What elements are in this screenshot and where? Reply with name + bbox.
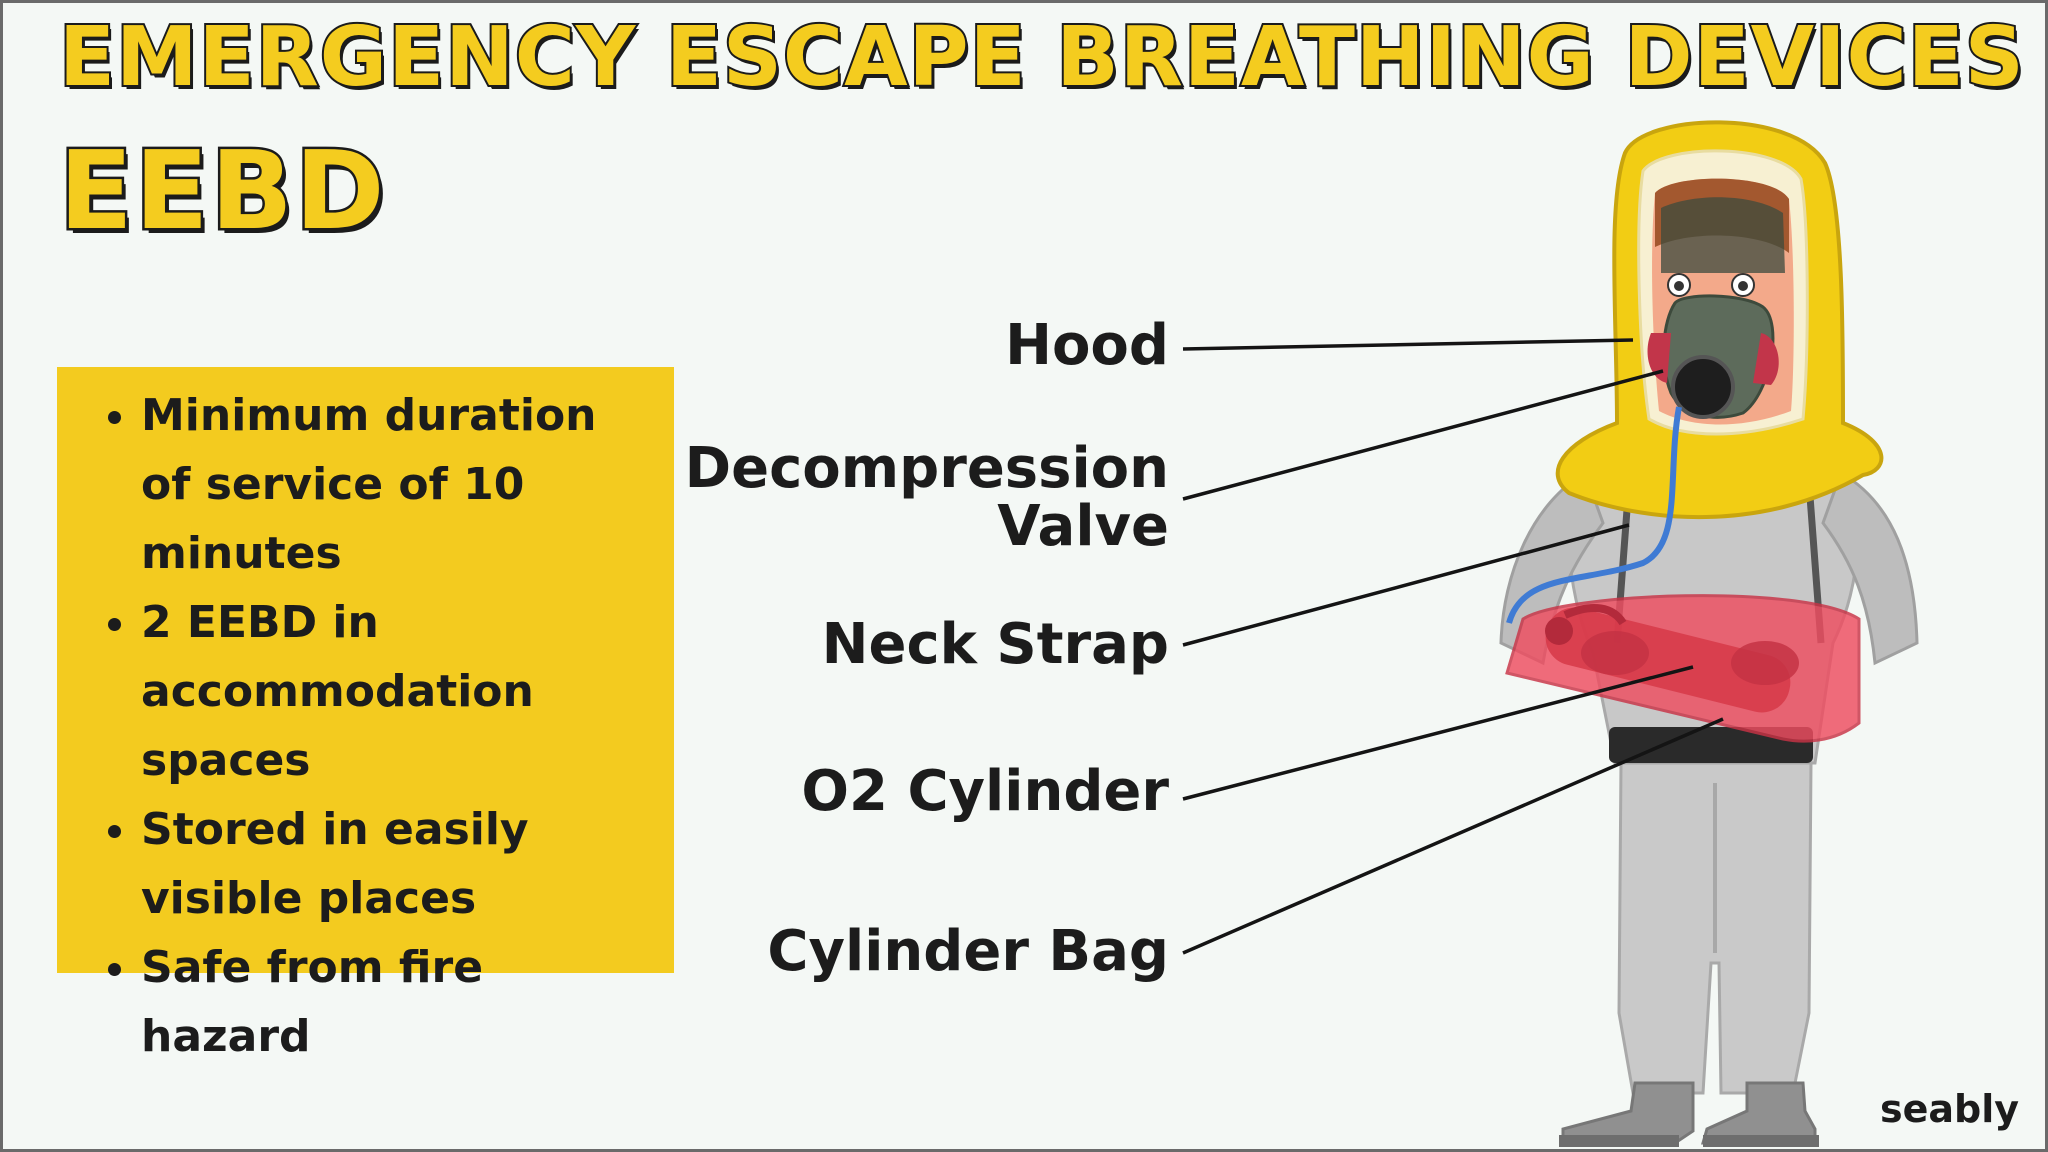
leader-hood <box>1182 338 1634 351</box>
page-subtitle: EEBD <box>57 129 388 254</box>
fact-item: Stored in easily visible places <box>141 795 654 933</box>
label-o2-cylinder: O2 Cylinder <box>801 759 1169 824</box>
left-hand <box>1581 631 1649 675</box>
facts-list: Minimum duration of service of 10 minute… <box>99 381 654 1071</box>
right-arm <box>1821 470 1919 666</box>
page-title: EMERGENCY ESCAPE BREATHING DEVICES <box>57 10 2026 105</box>
facts-box: Minimum duration of service of 10 minute… <box>57 367 674 1062</box>
label-decompression-valve: Decompression Valve <box>684 436 1169 559</box>
leader-cylinder <box>1182 665 1694 801</box>
fact-item: Safe from fire hazard <box>141 933 654 1071</box>
leader-lines <box>1182 338 1724 955</box>
left-boot <box>1561 1081 1695 1145</box>
fact-item: Minimum duration of service of 10 minute… <box>141 381 654 588</box>
suit-belt <box>1609 727 1813 763</box>
label-neck-strap: Neck Strap <box>821 612 1169 677</box>
leader-valve <box>1182 369 1664 501</box>
leader-bag <box>1182 717 1724 955</box>
label-hood: Hood <box>1005 313 1169 378</box>
fact-item: 2 EEBD in accommodation spaces <box>141 588 654 795</box>
leader-strap <box>1182 523 1630 647</box>
label-cylinder-bag: Cylinder Bag <box>767 919 1169 984</box>
decompression-valve <box>1671 355 1735 419</box>
brand-logo-text: seably <box>1879 1087 2019 1131</box>
oxygen-hose <box>1506 406 1682 624</box>
right-hand <box>1731 641 1799 685</box>
eebd-figure-illustration <box>1182 120 1919 1147</box>
